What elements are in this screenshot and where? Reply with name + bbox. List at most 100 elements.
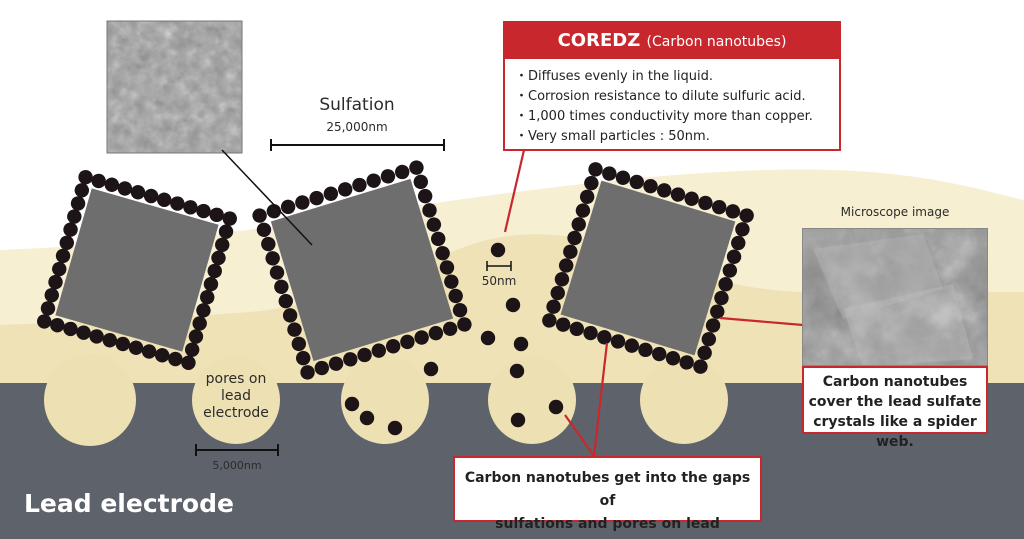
nanotube-particle <box>505 297 521 313</box>
nanotube-particle <box>571 217 586 232</box>
nanotube-particle <box>343 352 358 367</box>
nanotube-particle <box>328 356 344 371</box>
crystal-body <box>560 180 736 356</box>
nanotube-particle <box>602 166 617 181</box>
nanotube-particle <box>725 204 741 219</box>
coredz-subtitle: (Carbon nanotubes) <box>646 34 787 50</box>
nanotube-particle <box>170 196 185 211</box>
nanotube-particle <box>130 185 146 200</box>
sulfation-crystal <box>542 162 754 374</box>
nanotube-particle <box>287 322 302 337</box>
nanotube-particle <box>295 195 310 210</box>
nanotube-particle <box>102 333 117 348</box>
nanotube-particle <box>563 244 578 259</box>
nanotube-particle <box>584 175 599 191</box>
nanotube-particle <box>183 200 198 215</box>
sulfation-scale-bar <box>270 139 445 151</box>
nanotube-particle <box>200 290 215 305</box>
sulfation-crystals <box>37 160 754 380</box>
sulfation-crystal <box>252 160 472 380</box>
nanotube-particle <box>387 420 403 436</box>
nanotube-particle <box>300 365 315 380</box>
nanotube-particle <box>380 169 396 184</box>
nanotube-particle <box>314 360 330 376</box>
nanotube-particle <box>417 188 433 204</box>
coredz-bullet: ・Corrosion resistance to dilute sulfuric… <box>515 89 806 104</box>
nanotube-particle <box>657 183 672 198</box>
sulfation-sem-image <box>106 20 243 154</box>
nanotube-particle <box>555 317 571 332</box>
nanotube-scale-label: 50nm <box>482 274 517 288</box>
nanotube-particle <box>323 186 339 201</box>
nanotube-particle <box>439 260 455 275</box>
nanotube-particle <box>575 203 591 218</box>
nanotube-particle <box>711 199 727 215</box>
nanotube-particle <box>215 237 230 253</box>
nanotube-particle <box>698 195 713 211</box>
coredz-bullet-list: ・Diffuses evenly in the liquid. ・Corrosi… <box>505 67 839 147</box>
nanotube-particle <box>184 342 200 357</box>
nanotube-particle <box>597 330 612 345</box>
nanotube-particle <box>554 272 570 287</box>
nanotube-particle <box>296 350 311 366</box>
nanotube-particle <box>104 177 120 192</box>
nanotube-particle <box>567 230 582 246</box>
nanotube-particle <box>154 348 170 363</box>
nanotube-particle <box>91 173 106 189</box>
microscope-caption-line: cover the lead sulfate <box>808 394 982 410</box>
nanotube-particle <box>550 285 565 301</box>
nanotube-particle <box>693 359 708 374</box>
nanotube-particle <box>55 248 71 264</box>
nanotube-particle <box>701 331 717 347</box>
nanotube-particle <box>385 339 401 354</box>
gaps-callout-line: sulfations and pores on lead electrode. <box>495 516 720 532</box>
pores-scale-label: 5,000nm <box>212 459 261 472</box>
pores-label-line3: electrode <box>203 405 269 421</box>
callout-connectors <box>503 149 804 457</box>
nanotube-particle <box>722 263 738 278</box>
nanotube-particle <box>252 208 267 223</box>
crystal-body <box>270 178 454 362</box>
nanotube-particle <box>181 355 196 370</box>
nanotube-particle <box>638 342 653 358</box>
nanotube-particle <box>203 276 219 292</box>
nanotube-particle <box>278 293 293 309</box>
gaps-callout-line: Carbon nanotubes get into the gaps of <box>464 470 751 509</box>
nanotube-particle <box>344 396 360 412</box>
electrode-pore <box>488 356 576 444</box>
sulfation-pointer-line <box>221 149 313 246</box>
nanotube-particle <box>513 336 529 352</box>
nanotube-particle <box>652 346 667 362</box>
nanotube-particle <box>670 187 686 202</box>
nanotube-particle <box>76 325 91 340</box>
nanotube-particle <box>428 325 444 341</box>
nanotube-particle <box>558 258 574 273</box>
nanotube-particle <box>714 290 729 306</box>
nanotube-particle <box>48 274 63 290</box>
nanotube-particle <box>115 336 131 352</box>
nanotube-particle <box>422 203 437 218</box>
nanotube-particle <box>366 173 381 188</box>
nanotube-particle <box>684 191 699 206</box>
coredz-info-box: COREDZ (Carbon nanotubes) ・Diffuses even… <box>503 21 841 151</box>
nanotube-particle <box>207 263 222 279</box>
nanotube-particle <box>337 182 353 197</box>
electrode-label: Lead electrode <box>24 489 234 518</box>
nanotube-particle <box>70 196 86 211</box>
nanotube-particle <box>211 250 226 266</box>
coredz-bullet: ・Very small particles : 50nm. <box>515 129 710 144</box>
nanotube-particle <box>509 363 525 379</box>
nanotube-particle <box>67 209 82 224</box>
nanotube-particle <box>735 222 750 237</box>
nanotube-particle <box>74 183 90 198</box>
electrode-pore <box>640 356 728 444</box>
nanotube-particle <box>89 329 104 344</box>
nanotube-particle <box>274 279 289 295</box>
nanotube-particle <box>413 174 428 190</box>
nanotube-particle <box>188 329 204 344</box>
nanotube-particle <box>643 178 658 194</box>
nanotube-particle <box>352 177 367 193</box>
nanotube-particle <box>40 301 56 316</box>
nanotube-particle <box>444 274 459 289</box>
